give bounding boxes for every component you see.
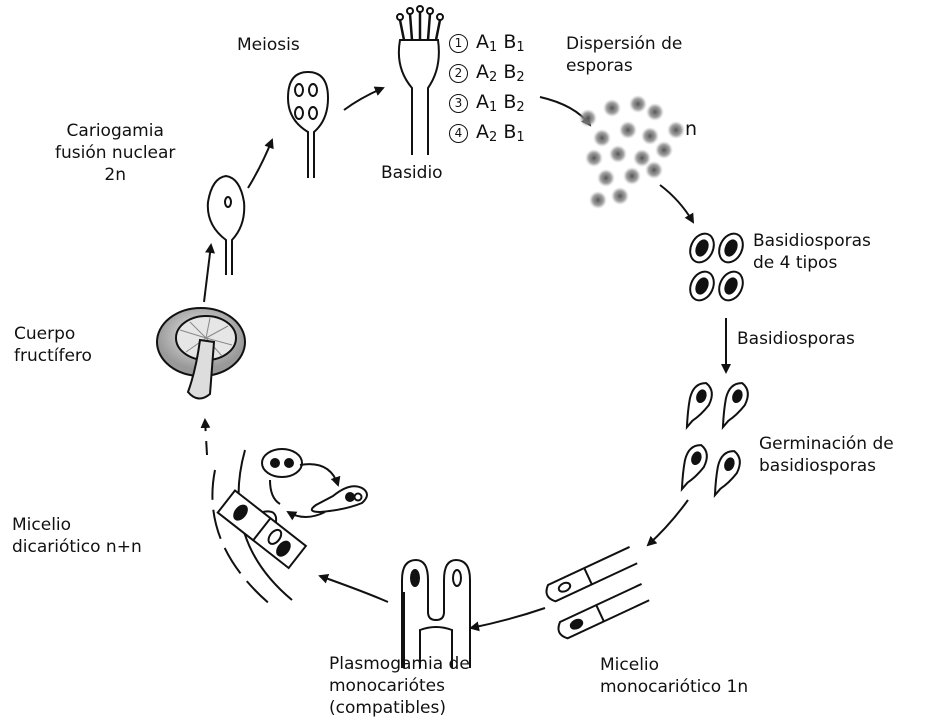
label-basidio: Basidio (381, 162, 443, 184)
germinating-spores (675, 380, 752, 500)
allele-a-sub: 1 (489, 40, 497, 55)
spore (609, 145, 627, 163)
label-meiosis: Meiosis (237, 34, 300, 56)
allele-a-sub: 2 (489, 130, 497, 145)
label-haploid-n: n (685, 118, 697, 140)
arrow-meiosis-to-basidio (344, 88, 383, 110)
label-basidiospores: Basidiosporas (737, 328, 855, 350)
arrow-karyogamy-to-meiosis (248, 140, 272, 188)
monokaryotic-hyphae (543, 547, 649, 640)
spore (603, 99, 621, 117)
allele-b-sub: 1 (516, 40, 524, 55)
genotype-number: 1 (449, 34, 468, 53)
karyogamy-cell (208, 176, 244, 275)
spore (579, 109, 597, 127)
spore (619, 121, 637, 139)
allele-b: B (503, 61, 516, 83)
allele-b-sub: 2 (516, 70, 524, 85)
arrow-fruitbody-to-karyogamy (204, 245, 211, 302)
spore (629, 95, 647, 113)
allele-b: B (503, 91, 516, 113)
spore (589, 191, 607, 209)
allele-b: B (503, 121, 516, 143)
spore (593, 129, 611, 147)
genotype-number: 2 (449, 64, 468, 83)
allele-a-sub: 2 (489, 70, 497, 85)
allele-a: A (476, 121, 489, 143)
allele-b-sub: 1 (516, 130, 524, 145)
allele-b-sub: 2 (516, 100, 524, 115)
allele-a: A (476, 31, 489, 53)
arrow-spores-to-basidiospores (660, 185, 693, 222)
allele-a: A (476, 61, 489, 83)
spore (646, 103, 664, 121)
allele-a: A (476, 91, 489, 113)
spore (597, 169, 615, 187)
fruiting-body (157, 308, 245, 399)
arrow-mycelium-to-plasmogamy (471, 608, 545, 628)
spore (667, 121, 685, 139)
allele-b: B (503, 31, 516, 53)
spore (585, 149, 603, 167)
dikaryotic-hyphae (212, 449, 367, 606)
genotype-number: 3 (449, 94, 468, 113)
arrow-dikaryon-to-fruitbody (205, 420, 207, 455)
basidiospores-four-types (686, 230, 748, 304)
spore (655, 141, 673, 159)
plasmogamy-structure (402, 560, 470, 668)
spore (623, 167, 641, 185)
spore (645, 161, 663, 179)
basidium (397, 6, 443, 155)
allele-a-sub: 1 (489, 100, 497, 115)
arrow-plasmogamy-to-dikaryon (320, 576, 388, 602)
meiosis-cell (288, 72, 328, 178)
arrow-germination-to-mycelium (648, 500, 688, 545)
spore (611, 187, 629, 205)
genotype-number: 4 (449, 124, 468, 143)
spore (641, 127, 659, 145)
